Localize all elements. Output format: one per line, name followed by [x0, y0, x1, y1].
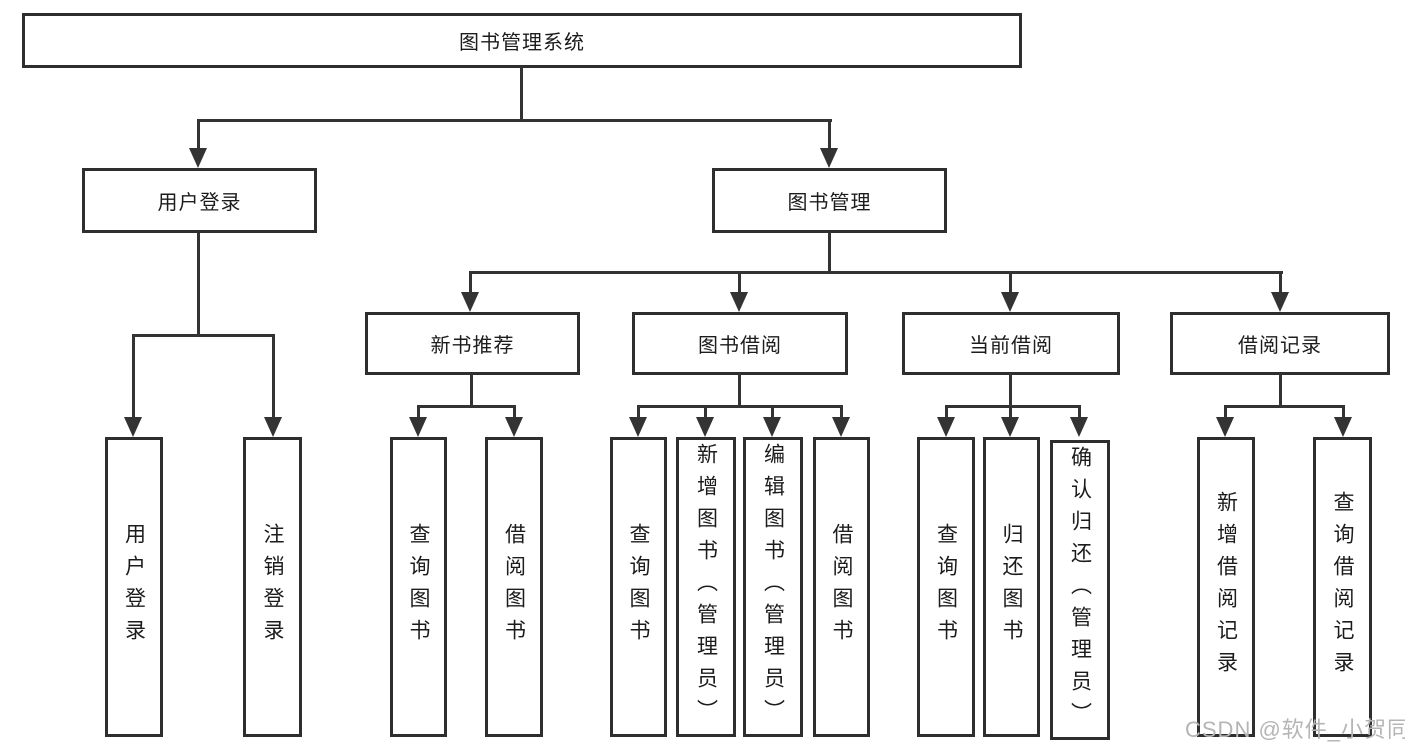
connector-line: [637, 405, 843, 408]
arrow-down-icon: [1216, 417, 1234, 437]
connector-line: [1009, 373, 1012, 408]
node-book-management: 图书管理: [712, 168, 947, 233]
connector-line: [945, 405, 948, 419]
arrow-down-icon: [763, 417, 781, 437]
arrow-down-icon: [1334, 417, 1352, 437]
node-edit-books-admin-leaf: 编辑图书（管理员）: [743, 437, 803, 737]
arrow-down-icon: [189, 148, 207, 168]
connector-line: [1279, 373, 1282, 408]
node-query-books-leaf: 查询图书: [610, 437, 667, 737]
node-logout-leaf: 注销登录: [243, 437, 302, 737]
node-user-login-leaf: 用户登录: [105, 437, 163, 737]
arrow-down-icon: [937, 417, 955, 437]
arrow-down-icon: [1001, 292, 1019, 312]
arrow-down-icon: [1001, 417, 1019, 437]
connector-line: [1078, 405, 1081, 419]
connector-line: [197, 233, 200, 337]
connector-line: [771, 405, 774, 419]
connector-line: [738, 271, 741, 294]
connector-line: [1224, 405, 1227, 419]
arrow-down-icon: [1271, 292, 1289, 312]
node-query-books-leaf: 查询图书: [917, 437, 975, 737]
node-return-books-leaf: 归还图书: [983, 437, 1040, 737]
node-borrow-books-leaf: 借阅图书: [485, 437, 543, 737]
connector-line: [945, 405, 1081, 408]
arrow-down-icon: [461, 292, 479, 312]
node-add-books-admin-leaf: 新增图书（管理员）: [676, 437, 736, 737]
connector-line: [513, 405, 516, 419]
node-query-borrow-record-leaf: 查询借阅记录: [1313, 437, 1372, 737]
arrow-down-icon: [409, 417, 427, 437]
node-book-borrowing: 图书借阅: [632, 312, 848, 375]
node-borrow-books-leaf: 借阅图书: [813, 437, 870, 737]
arrow-down-icon: [696, 417, 714, 437]
node-query-books-leaf: 查询图书: [390, 437, 447, 737]
node-confirm-return-admin-leaf: 确认归还（管理员）: [1050, 440, 1110, 740]
connector-line: [828, 119, 831, 150]
node-borrowing-records: 借阅记录: [1170, 312, 1390, 375]
connector-line: [132, 334, 135, 419]
connector-line: [840, 405, 843, 419]
node-user-login: 用户登录: [82, 168, 317, 233]
connector-line: [1224, 405, 1345, 408]
arrow-down-icon: [1070, 417, 1088, 437]
connector-line: [272, 334, 275, 419]
node-current-borrowing: 当前借阅: [902, 312, 1120, 375]
connector-line: [738, 373, 741, 408]
arrow-down-icon: [730, 292, 748, 312]
connector-line: [469, 271, 472, 294]
node-add-borrow-record-leaf: 新增借阅记录: [1197, 437, 1255, 737]
connector-line: [1009, 405, 1012, 419]
connector-line: [417, 405, 516, 408]
arrow-down-icon: [820, 148, 838, 168]
arrow-down-icon: [629, 417, 647, 437]
connector-line: [637, 405, 640, 419]
connector-line: [1009, 271, 1012, 294]
connector-line: [469, 271, 1283, 274]
connector-line: [828, 231, 831, 274]
arrow-down-icon: [832, 417, 850, 437]
connector-line: [704, 405, 707, 419]
arrow-down-icon: [264, 417, 282, 437]
arrow-down-icon: [124, 417, 142, 437]
arrow-down-icon: [505, 417, 523, 437]
connector-line: [1342, 405, 1345, 419]
connector-line: [197, 119, 832, 122]
node-library-management-system: 图书管理系统: [22, 13, 1022, 68]
connector-line: [197, 119, 200, 150]
connector-line: [132, 334, 275, 337]
connector-line: [417, 405, 420, 419]
connector-line: [520, 66, 523, 122]
node-new-book-recommendation: 新书推荐: [365, 312, 580, 375]
connector-line: [470, 373, 473, 408]
csdn-watermark: CSDN @软件_小贺同学: [1185, 717, 1405, 742]
connector-line: [1279, 271, 1282, 294]
